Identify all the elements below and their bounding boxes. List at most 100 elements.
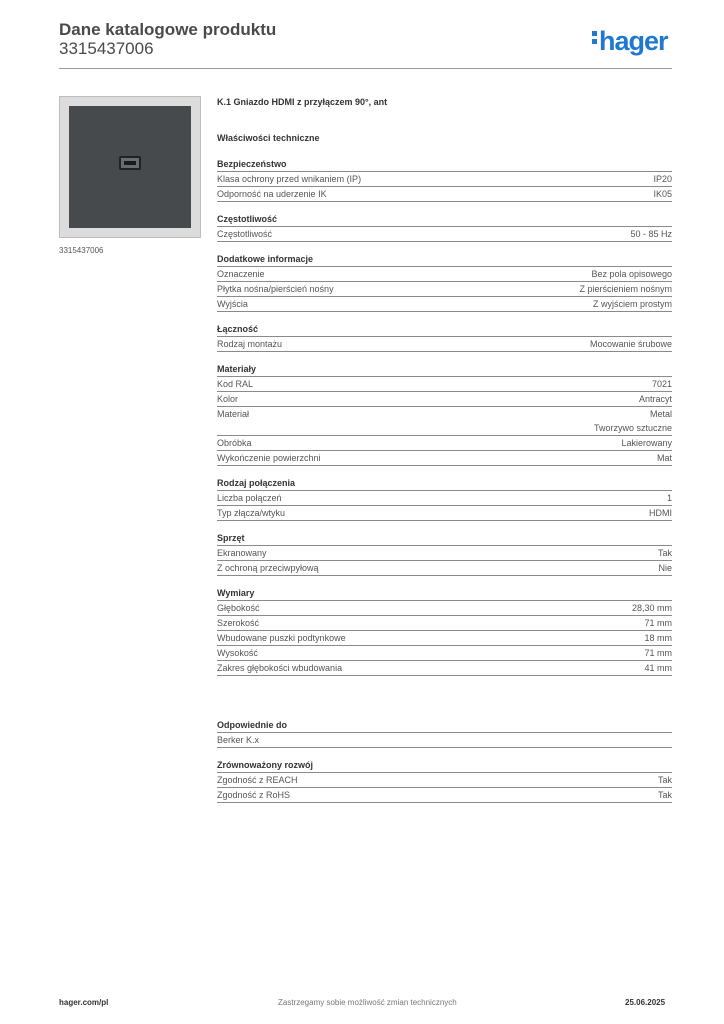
spec-row: Zgodność z RoHS Tak xyxy=(217,788,672,803)
spec-key: Kod RAL xyxy=(217,379,254,389)
spec-key: Obróbka xyxy=(217,438,252,448)
spec-key: Liczba połączeń xyxy=(217,493,282,503)
spec-key: Materiał xyxy=(217,409,250,419)
spec-value: 71 mm xyxy=(644,646,672,660)
spec-row: Klasa ochrony przed wnikaniem (IP) IP20 xyxy=(217,172,672,187)
spec-row: Odporność na uderzenie IK IK05 xyxy=(217,187,672,202)
spec-value-line: Antracyt xyxy=(638,394,672,404)
spec-value: HDMI xyxy=(649,506,672,520)
spec-key: Zakres głębokości wbudowania xyxy=(217,663,343,673)
document-title: Dane katalogowe produktu xyxy=(59,20,277,39)
spec-value-line: Nie xyxy=(658,563,672,573)
spec-value: Z pierścieniem nośnym xyxy=(579,282,672,296)
spec-key: Oznaczenie xyxy=(217,269,265,279)
spec-row: Kolor Antracyt xyxy=(217,392,672,407)
spec-value-line: IK05 xyxy=(653,189,672,199)
spec-value-line: 1 xyxy=(666,493,672,503)
product-image xyxy=(59,96,201,238)
footer-website: hager.com/pl xyxy=(59,998,109,1007)
spec-key: Płytka nośna/pierścień nośny xyxy=(217,284,334,294)
spec-row: Płytka nośna/pierścień nośny Z pierścieni… xyxy=(217,282,672,297)
spec-value-line: HDMI xyxy=(649,508,672,518)
spec-value-line: 71 mm xyxy=(644,618,672,628)
spec-value-line: Lakierowany xyxy=(621,438,672,448)
spec-value-line: Z pierścieniem nośnym xyxy=(579,284,672,294)
spec-value-line: 28,30 mm xyxy=(631,603,672,613)
spec-row: Głębokość 28,30 mm xyxy=(217,601,672,616)
spec-key: Kolor xyxy=(217,394,239,404)
section-title: Materiały xyxy=(217,362,672,377)
spec-value-line: Tak xyxy=(657,548,672,558)
spec-key: Klasa ochrony przed wnikaniem (IP) xyxy=(217,174,362,184)
spec-value-line: Metal xyxy=(649,409,672,419)
spec-value: Bez pola opisowego xyxy=(591,267,672,281)
footer-date: 25.06.2025 xyxy=(625,998,666,1007)
section-title: Rodzaj połączenia xyxy=(217,476,672,491)
spec-key: Rodzaj montażu xyxy=(217,339,283,349)
spec-value-line: 50 - 85 Hz xyxy=(630,229,672,239)
spec-row: Obróbka Lakierowany xyxy=(217,436,672,451)
spec-row: Zgodność z REACH Tak xyxy=(217,773,672,788)
section-title: Dodatkowe informacje xyxy=(217,252,672,267)
spec-value-line: Mocowanie śrubowe xyxy=(589,339,672,349)
footer-disclaimer: Zastrzegamy sobie możliwość zmian techni… xyxy=(278,998,457,1007)
spec-row: Wyjścia Z wyjściem prostym xyxy=(217,297,672,312)
spec-key: Odporność na uderzenie IK xyxy=(217,189,327,199)
spec-key: Wbudowane puszki podtynkowe xyxy=(217,633,346,643)
spec-value: Tak xyxy=(658,788,672,802)
spec-content: K.1 Gniazdo HDMI z przyłączem 90°, ant W… xyxy=(217,97,672,803)
hdmi-port-icon xyxy=(119,156,141,170)
spec-value: Mocowanie śrubowe xyxy=(590,337,672,351)
spec-row: Oznaczenie Bez pola opisowego xyxy=(217,267,672,282)
spec-value-line: 18 mm xyxy=(644,633,672,643)
image-caption: 3315437006 xyxy=(59,246,104,255)
spec-value: Tak xyxy=(658,773,672,787)
spec-key: Częstotliwość xyxy=(217,229,273,239)
product-title: K.1 Gniazdo HDMI z przyłączem 90°, ant xyxy=(217,97,388,107)
properties-title: Właściwości techniczne xyxy=(217,133,320,143)
logo-text: hager xyxy=(599,26,669,56)
section-title: Odpowiednie do xyxy=(217,718,672,733)
spec-row: Ekranowany Tak xyxy=(217,546,672,561)
spec-value: Tak xyxy=(658,546,672,560)
spec-key: Zgodność z RoHS xyxy=(217,790,291,800)
spec-value: 41 mm xyxy=(644,661,672,675)
spec-row: Berker K.x xyxy=(217,733,672,748)
spec-value: 50 - 85 Hz xyxy=(630,227,672,241)
spec-value: Z wyjściem prostym xyxy=(593,297,672,311)
section-title: Zrównoważony rozwój xyxy=(217,758,672,773)
section-title: Sprzęt xyxy=(217,531,672,546)
spec-value-line: Tworzywo sztuczne xyxy=(593,423,672,433)
spec-key: Zgodność z REACH xyxy=(217,775,298,785)
header-divider xyxy=(59,68,672,69)
spec-value: 1 xyxy=(667,491,672,505)
spec-value-line: Tak xyxy=(657,775,672,785)
spec-value: Nie xyxy=(658,561,672,575)
spec-value-line: Z wyjściem prostym xyxy=(592,299,672,309)
spec-row: Wysokość 71 mm xyxy=(217,646,672,661)
spec-row: Zakres głębokości wbudowania 41 mm xyxy=(217,661,672,676)
spec-key: Głębokość xyxy=(217,603,260,613)
spec-value-line: Tak xyxy=(657,790,672,800)
spec-value: Antracyt xyxy=(639,392,672,406)
spec-row: Wbudowane puszki podtynkowe 18 mm xyxy=(217,631,672,646)
spec-key: Ekranowany xyxy=(217,548,267,558)
spec-key: Wysokość xyxy=(217,648,258,658)
spec-value: IP20 xyxy=(653,172,672,186)
spec-key: Wyjścia xyxy=(217,299,248,309)
hager-logo: hager xyxy=(592,26,669,57)
spec-value: 28,30 mm xyxy=(632,601,672,615)
product-number: 3315437006 xyxy=(59,39,154,58)
